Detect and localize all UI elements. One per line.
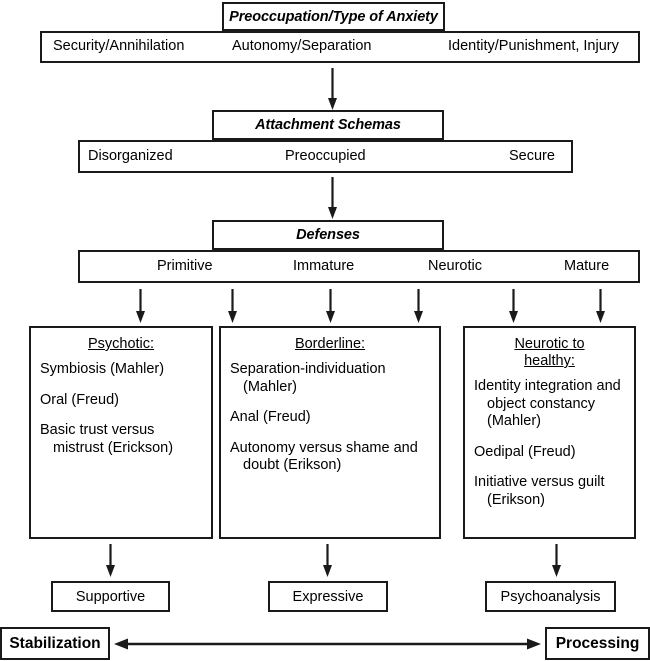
treatment-label-expressive: Expressive <box>292 588 364 605</box>
anxiety-label-identity: Identity/Punishment, Injury <box>448 38 619 54</box>
spectrum-box-stabilization: Stabilization <box>0 627 110 660</box>
borderline-heading-line-1: Borderline: <box>294 336 366 352</box>
anxiety-title-box: Preoccupation/Type of Anxiety <box>222 2 445 31</box>
defenses-label-primitive: Primitive <box>157 258 213 274</box>
defenses-title-box: Defenses <box>212 220 444 250</box>
attachment-label-disorganized: Disorganized <box>88 148 173 164</box>
column-box-borderline: Borderline: Separation-individuation (Ma… <box>219 326 441 539</box>
neurotic-item-3: Initiative versus guilt (Erikson) <box>474 474 605 508</box>
arrow-anxiety-to-attachment <box>327 68 338 110</box>
treatment-box-supportive: Supportive <box>51 581 170 612</box>
anxiety-band <box>40 31 640 63</box>
anxiety-label-security: Security/Annihilation <box>53 38 185 54</box>
column-box-psychotic: Psychotic: Symbiosis (Mahler) Oral (Freu… <box>29 326 213 539</box>
treatment-label-psychoanalysis: Psychoanalysis <box>500 588 601 605</box>
arrow-neurotic-to-psychoanalysis <box>551 544 562 577</box>
treatment-box-psychoanalysis: Psychoanalysis <box>485 581 616 612</box>
attachment-title-box: Attachment Schemas <box>212 110 444 140</box>
psychotic-item-3: Basic trust versus mistrust (Erickson) <box>40 422 174 456</box>
neurotic-item-1: Identity integration and object constanc… <box>474 378 621 429</box>
column-box-neurotic-to-healthy: Neurotic to healthy: Identity integratio… <box>463 326 636 539</box>
anxiety-title-label: Preoccupation/Type of Anxiety <box>229 8 438 25</box>
defenses-title-label: Defenses <box>296 227 360 243</box>
spectrum-double-arrow <box>114 634 541 654</box>
defenses-label-immature: Immature <box>293 258 355 274</box>
borderline-item-3: Autonomy versus shame and doubt (Erikson… <box>230 439 418 474</box>
neurotic-heading-line-1: Neurotic to <box>514 336 585 352</box>
defenses-band <box>78 250 640 283</box>
spectrum-box-processing: Processing <box>545 627 650 660</box>
borderline-heading: Borderline: <box>230 336 430 353</box>
attachment-label-secure: Secure <box>509 148 555 164</box>
treatment-label-supportive: Supportive <box>75 588 146 605</box>
neurotic-heading-line-2: healthy: <box>524 353 575 369</box>
arrow-attachment-to-defenses <box>327 177 338 219</box>
arrow-psychotic-to-supportive <box>105 544 116 577</box>
borderline-item-2: Anal (Freud) <box>230 409 311 425</box>
neurotic-heading: Neurotic to healthy: <box>474 336 625 370</box>
spectrum-label-processing: Processing <box>555 634 640 652</box>
neurotic-item-2: Oedipal (Freud) <box>474 443 576 460</box>
psychotic-heading-line-1: Psychotic: <box>87 336 155 352</box>
arrow-borderline-to-expressive <box>322 544 333 577</box>
arrow-defense-5 <box>508 289 519 323</box>
psychotic-item-1: Symbiosis (Mahler) <box>40 361 165 377</box>
spectrum-label-stabilization: Stabilization <box>9 634 101 652</box>
defenses-label-mature: Mature <box>564 258 610 274</box>
arrow-defense-4 <box>413 289 424 323</box>
arrow-defense-6 <box>595 289 606 323</box>
psychotic-item-2: Oral (Freud) <box>40 391 119 408</box>
defenses-label-neurotic: Neurotic <box>428 258 482 274</box>
borderline-item-1: Separation-individuation (Mahler) <box>230 361 386 395</box>
treatment-box-expressive: Expressive <box>268 581 388 612</box>
anxiety-label-autonomy: Autonomy/Separation <box>232 38 372 54</box>
attachment-title-label: Attachment Schemas <box>255 117 401 133</box>
psychotic-heading: Psychotic: <box>40 336 202 353</box>
attachment-label-preoccupied: Preoccupied <box>285 148 366 164</box>
attachment-band <box>78 140 573 173</box>
arrow-defense-3 <box>325 289 336 323</box>
arrow-defense-1 <box>135 289 146 323</box>
arrow-defense-2 <box>227 289 238 323</box>
